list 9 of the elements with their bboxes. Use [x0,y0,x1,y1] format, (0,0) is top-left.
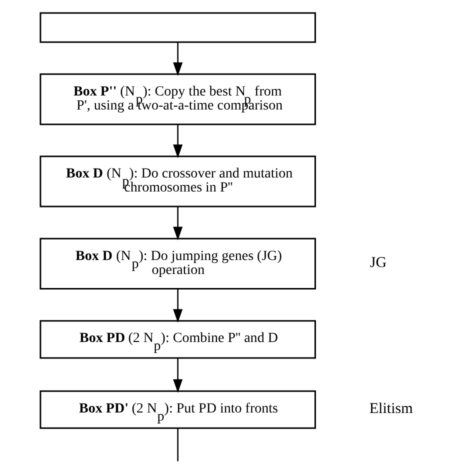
arrow [173,288,183,322]
label: JG [370,254,387,271]
arrow [173,357,183,392]
connector [177,428,178,461]
arrow [173,42,183,76]
node-box [40,12,316,42]
arrow [173,206,183,240]
arrow [173,124,183,158]
label: Elitism [369,400,413,417]
